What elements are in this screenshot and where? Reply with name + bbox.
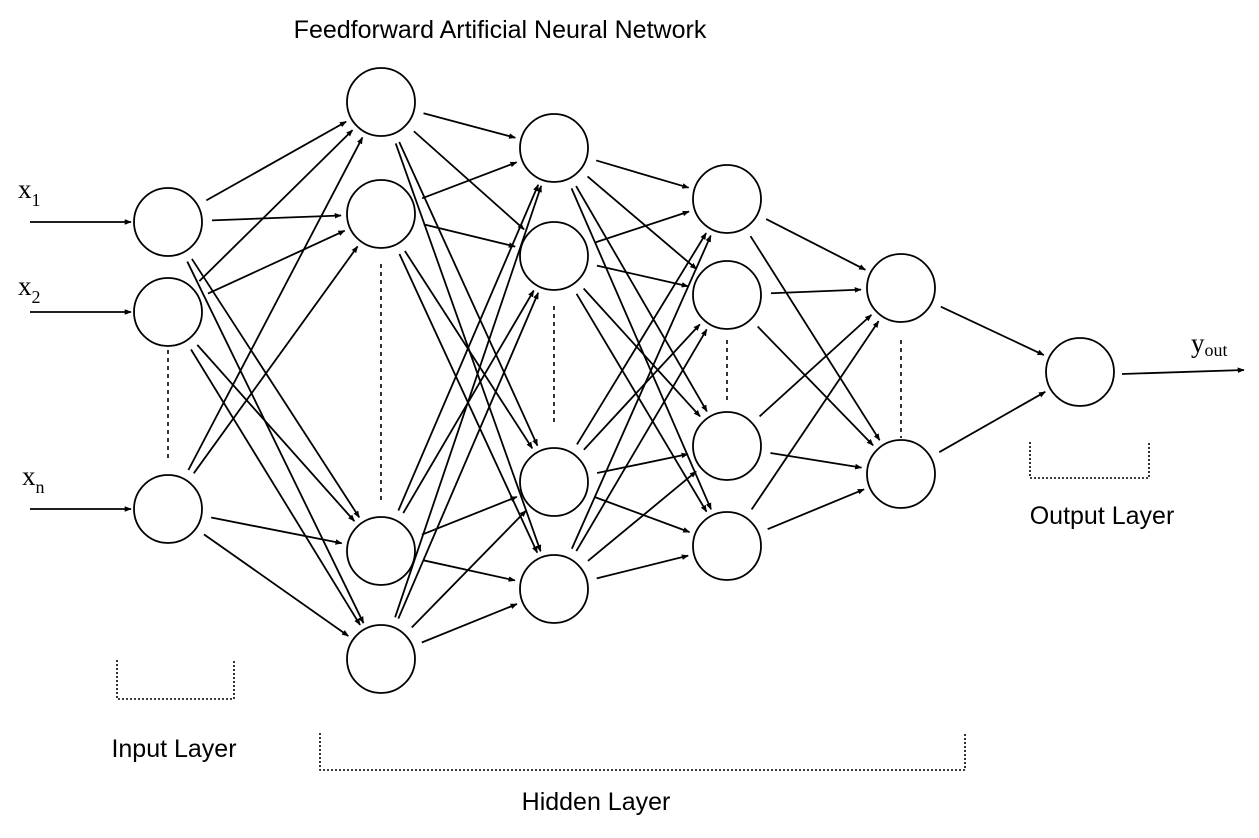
connection-arrow bbox=[596, 554, 689, 580]
connection-arrow bbox=[198, 129, 354, 282]
output-layer-bracket bbox=[1029, 442, 1150, 479]
x1-subscript: 1 bbox=[32, 190, 41, 210]
connection-arrow bbox=[570, 187, 712, 510]
input-label-x1: x1 bbox=[18, 174, 41, 210]
hidden1-neuron bbox=[346, 179, 416, 249]
connection-arrow bbox=[191, 258, 361, 519]
connection-arrow bbox=[587, 470, 697, 562]
connection-arrow bbox=[583, 323, 701, 451]
connection-arrow bbox=[211, 212, 342, 222]
connection-arrow bbox=[586, 175, 698, 270]
hidden3-neuron bbox=[692, 260, 762, 330]
connection-arrow bbox=[190, 349, 361, 626]
connection-arrow bbox=[770, 452, 863, 470]
connection-arrow bbox=[770, 287, 862, 295]
connection-arrow bbox=[394, 185, 543, 618]
connection-arrow bbox=[571, 234, 712, 550]
connection-arrow bbox=[765, 218, 867, 271]
hidden1-neuron bbox=[346, 67, 416, 137]
connection-arrow bbox=[411, 509, 527, 629]
input-label-x2: x2 bbox=[18, 271, 41, 307]
connection-arrow bbox=[595, 210, 690, 244]
connection-arrow bbox=[205, 120, 347, 202]
connection-arrow bbox=[210, 516, 343, 545]
connection-arrow bbox=[940, 305, 1045, 356]
x2-subscript: 2 bbox=[32, 287, 41, 307]
connection-arrow bbox=[423, 112, 517, 139]
hidden3-neuron bbox=[692, 511, 762, 581]
connection-arrow bbox=[596, 264, 689, 288]
connection-arrow bbox=[397, 184, 540, 511]
hidden3-neuron bbox=[692, 164, 762, 234]
output-neuron bbox=[1045, 337, 1115, 407]
diagram-title: Feedforward Artificial Neural Network bbox=[294, 16, 707, 44]
connection-arrow bbox=[595, 159, 690, 189]
connection-arrow bbox=[397, 292, 540, 619]
connection-arrow bbox=[186, 261, 365, 624]
x1-base: x bbox=[18, 174, 32, 204]
input-neuron bbox=[133, 277, 203, 347]
hidden2-neuron bbox=[519, 447, 589, 517]
xn-subscript: n bbox=[36, 477, 45, 497]
connections-group bbox=[30, 112, 1245, 644]
output-label-yout: yout bbox=[1191, 328, 1228, 360]
connection-arrow bbox=[757, 325, 874, 446]
connection-arrow bbox=[582, 287, 701, 418]
connection-arrow bbox=[423, 223, 516, 248]
connection-arrow bbox=[404, 250, 534, 449]
connection-arrow bbox=[575, 185, 708, 413]
xn-base: x bbox=[22, 461, 36, 491]
hidden2-neuron bbox=[519, 113, 589, 183]
ellipsis-lines-group bbox=[167, 264, 902, 500]
connection-arrow bbox=[207, 229, 346, 295]
hidden-layer-bracket bbox=[319, 733, 966, 771]
connection-arrow bbox=[193, 245, 359, 474]
hidden2-neuron bbox=[519, 221, 589, 291]
yout-base: y bbox=[1191, 328, 1205, 358]
connection-arrow bbox=[203, 533, 349, 637]
hidden4-neuron bbox=[866, 439, 936, 509]
hidden2-neuron bbox=[519, 554, 589, 624]
hidden4-neuron bbox=[866, 253, 936, 323]
connection-arrow bbox=[767, 488, 865, 531]
connection-arrow bbox=[421, 603, 518, 644]
connection-arrow bbox=[423, 559, 516, 582]
input-label-xn: xn bbox=[22, 461, 45, 497]
connection-arrow bbox=[596, 452, 689, 474]
neurons-group bbox=[133, 67, 1115, 694]
hidden3-neuron bbox=[692, 411, 762, 481]
hidden1-neuron bbox=[346, 516, 416, 586]
input-layer-bracket bbox=[116, 660, 235, 700]
input-neuron bbox=[133, 474, 203, 544]
connection-arrow bbox=[187, 136, 364, 471]
connection-arrow bbox=[575, 328, 708, 552]
yout-subscript: out bbox=[1205, 340, 1228, 360]
connection-arrow bbox=[575, 293, 708, 513]
x2-base: x bbox=[18, 271, 32, 301]
connection-arrow bbox=[196, 344, 356, 522]
connection-arrow bbox=[398, 141, 539, 447]
connection-arrow bbox=[938, 391, 1046, 453]
input-neuron bbox=[133, 187, 203, 257]
input-layer-label: Input Layer bbox=[111, 735, 236, 763]
output-layer-label: Output Layer bbox=[1030, 502, 1175, 530]
connection-arrow bbox=[594, 496, 691, 533]
connection-arrow bbox=[576, 232, 707, 445]
connection-arrow bbox=[749, 235, 881, 441]
connection-arrow bbox=[750, 320, 880, 511]
hidden-layer-label: Hidden Layer bbox=[522, 788, 671, 816]
hidden1-neuron bbox=[346, 624, 416, 694]
connection-arrow bbox=[758, 314, 872, 418]
connection-arrow bbox=[421, 161, 518, 200]
output-arrow bbox=[1121, 367, 1245, 375]
